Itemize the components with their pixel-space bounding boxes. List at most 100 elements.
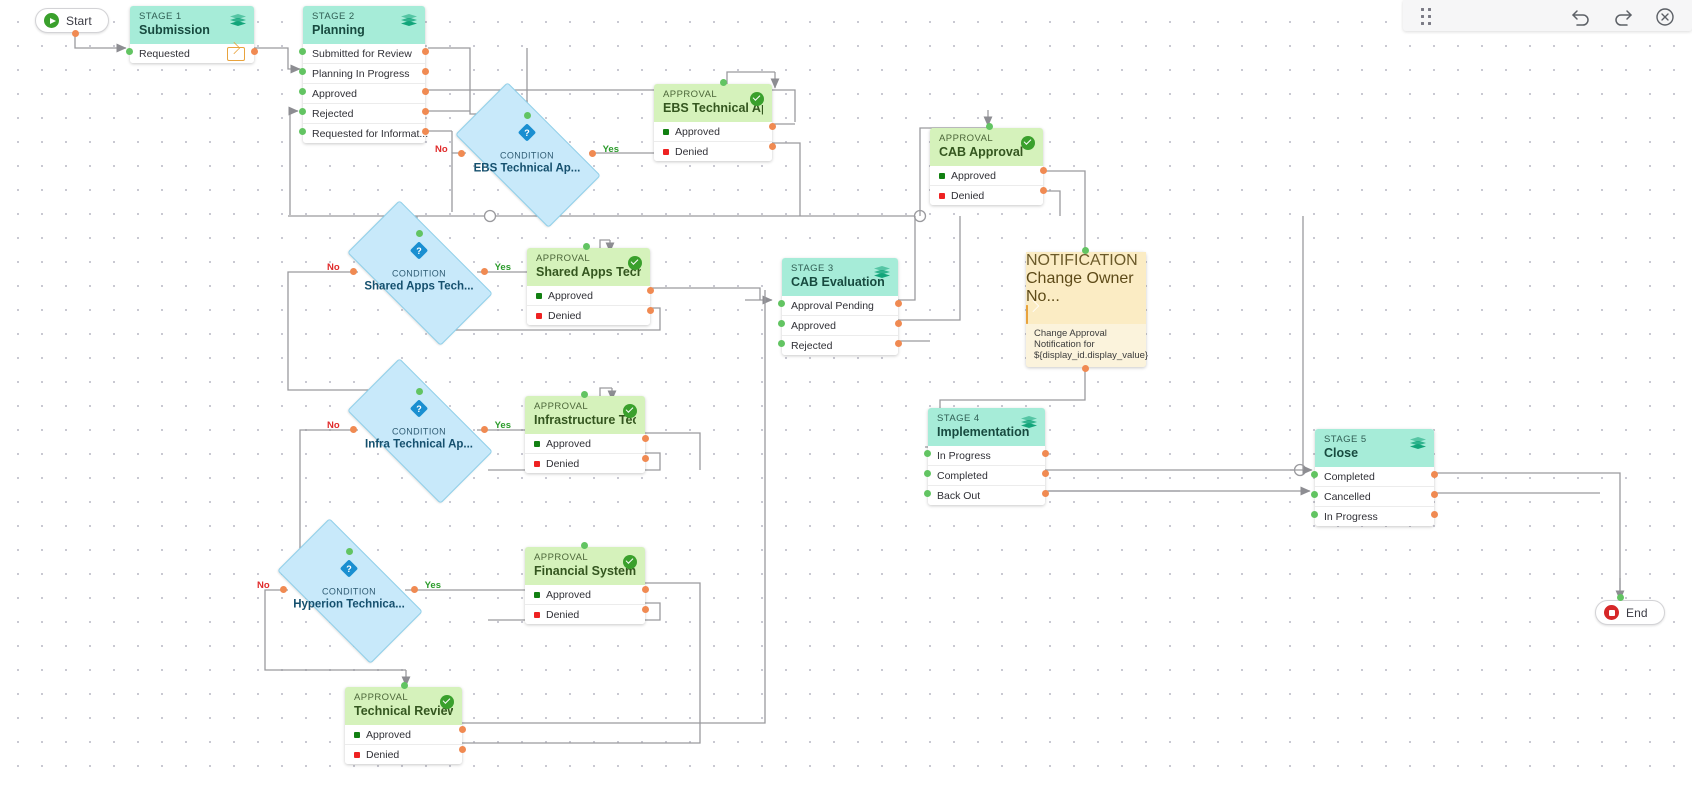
node-stage-close[interactable]: STAGE 5 Close Completed Cancelled In Pro…	[1311, 429, 1438, 526]
condition-hyperion-out-no[interactable]	[280, 586, 287, 593]
row-rejected[interactable]: Rejected	[782, 335, 898, 355]
row-requested[interactable]: Requested	[130, 44, 254, 63]
node-approval-technical-review[interactable]: APPROVAL Technical Review ... Approved D…	[345, 682, 466, 764]
condition-ebs-out-no[interactable]	[458, 150, 465, 157]
start-output-port[interactable]	[72, 30, 79, 37]
condition-infra-out-no[interactable]	[350, 426, 357, 433]
node-stage-cab-evaluation[interactable]: STAGE 3 CAB Evaluation Approval Pending …	[778, 258, 902, 355]
stage4-out-2[interactable]	[1042, 470, 1049, 477]
appr-techreview-in	[401, 682, 408, 689]
row-requested-for-information[interactable]: Requested for Informat...	[303, 123, 428, 143]
row-approved[interactable]: Approved	[525, 434, 645, 453]
node-stage-planning[interactable]: STAGE 2 Planning Submitted for Review Pl…	[299, 6, 429, 143]
appr-financial-out-approved[interactable]	[642, 586, 649, 593]
start-node[interactable]: Start	[35, 8, 109, 33]
canvas-toolbar[interactable]	[1403, 0, 1692, 31]
stage1-out-port[interactable]	[251, 48, 258, 55]
stage4-out-1[interactable]	[1042, 450, 1049, 457]
node-approval-cab[interactable]: APPROVAL CAB Approval Approved Denied	[930, 123, 1047, 205]
stage3-out-2[interactable]	[895, 320, 902, 327]
row-denied[interactable]: Denied	[654, 141, 772, 161]
appr-techreview-out-approved[interactable]	[459, 726, 466, 733]
appr-ebs-out-approved[interactable]	[769, 123, 776, 130]
appr-infra-out-approved[interactable]	[642, 435, 649, 442]
stage2-out-5[interactable]	[422, 128, 429, 135]
appr-cab-out-approved[interactable]	[1040, 167, 1047, 174]
node-notification-change-owner[interactable]: NOTIFICATION Change Owner No... Change A…	[1026, 247, 1148, 372]
grip-dots-icon[interactable]	[1421, 8, 1434, 26]
stage5-out-2[interactable]	[1431, 491, 1438, 498]
node-condition-shared-apps-technical[interactable]: ? CONDITION Shared Apps Tech... No Yes	[327, 200, 511, 346]
row-denied[interactable]: Denied	[525, 604, 645, 624]
stage5-out-1[interactable]	[1431, 471, 1438, 478]
stage2-out-2[interactable]	[422, 68, 429, 75]
close-circle-icon[interactable]	[1654, 6, 1674, 26]
node-approval-shared-apps[interactable]: APPROVAL Shared Apps Tech... Approved De…	[527, 243, 654, 325]
row-cancelled[interactable]: Cancelled	[1315, 486, 1434, 506]
redo-arrow-icon[interactable]	[1612, 6, 1632, 26]
stage4-out-3[interactable]	[1042, 490, 1049, 497]
appr-techreview-rows: Approved Denied	[345, 725, 462, 764]
row-denied[interactable]: Denied	[525, 453, 645, 473]
end-label: End	[1626, 605, 1648, 620]
stage3-out-1[interactable]	[895, 300, 902, 307]
notif-out[interactable]	[1082, 365, 1089, 372]
row-approved[interactable]: Approved	[345, 725, 462, 744]
condition-infra-out-yes[interactable]	[481, 426, 488, 433]
layers-icon	[1410, 437, 1426, 451]
appr-financial-out-denied[interactable]	[642, 606, 649, 613]
approved-swatch	[663, 128, 669, 135]
appr-ebs-out-denied[interactable]	[769, 143, 776, 150]
condition-ebs-out-yes[interactable]	[589, 150, 596, 157]
row-completed[interactable]: Completed	[1324, 470, 1375, 483]
appr-shared-out-approved[interactable]	[647, 287, 654, 294]
stage5-in-1	[1311, 471, 1318, 478]
row-denied[interactable]: Denied	[930, 185, 1043, 205]
row-approved[interactable]: Approved	[930, 166, 1043, 185]
row-in-progress[interactable]: In Progress	[1315, 506, 1434, 526]
node-condition-hyperion-technical[interactable]: ? CONDITION Hyperion Technica... No Yes	[257, 518, 441, 664]
condition-hyperion-no-label: No	[257, 580, 270, 591]
node-approval-ebs-technical[interactable]: APPROVAL EBS Technical Ap... Approved De…	[654, 79, 776, 161]
appr-shared-out-denied[interactable]	[647, 307, 654, 314]
condition-shared-out-no[interactable]	[350, 268, 357, 275]
row-submitted-for-review[interactable]: Submitted for Review	[312, 47, 412, 60]
row-approval-pending[interactable]: Approval Pending	[791, 299, 874, 312]
stage2-in-3	[299, 88, 306, 95]
notif-in	[1082, 247, 1089, 254]
row-back-out[interactable]: Back Out	[928, 485, 1045, 505]
undo-arrow-icon[interactable]	[1570, 6, 1590, 26]
row-in-progress[interactable]: In Progress	[937, 449, 991, 462]
row-approved[interactable]: Approved	[654, 122, 772, 141]
appr-cab-out-denied[interactable]	[1040, 187, 1047, 194]
node-condition-ebs-technical-approval[interactable]: ? CONDITION EBS Technical Ap... No Yes	[435, 82, 619, 228]
appr-infra-out-denied[interactable]	[642, 455, 649, 462]
stage5-in-3	[1311, 511, 1318, 518]
row-completed[interactable]: Completed	[928, 465, 1045, 485]
row-planning-in-progress[interactable]: Planning In Progress	[303, 63, 425, 83]
row-approved[interactable]: Approved	[527, 286, 650, 305]
row-approved[interactable]: Approved	[525, 585, 645, 604]
condition-hyperion-out-yes[interactable]	[411, 586, 418, 593]
stage2-out-3[interactable]	[422, 88, 429, 95]
row-rejected[interactable]: Rejected	[303, 103, 425, 123]
row-denied[interactable]: Denied	[527, 305, 650, 325]
stage5-out-3[interactable]	[1431, 511, 1438, 518]
node-stage-implementation[interactable]: STAGE 4 Implementation In Progress Compl…	[924, 408, 1049, 505]
condition-infra-no-label: No	[327, 420, 340, 431]
row-denied[interactable]: Denied	[345, 744, 462, 764]
stage1-in-port	[126, 48, 133, 55]
stage2-out-1[interactable]	[422, 48, 429, 55]
node-approval-infrastructure[interactable]: APPROVAL Infrastructure Tec... Approved …	[525, 391, 649, 473]
node-stage-submission[interactable]: STAGE 1 Submission Requested	[126, 6, 258, 63]
appr-techreview-out-denied[interactable]	[459, 746, 466, 753]
row-approved[interactable]: Approved	[782, 315, 898, 335]
stage3-out-3[interactable]	[895, 340, 902, 347]
row-approved[interactable]: Approved	[303, 83, 425, 103]
condition-shared-out-yes[interactable]	[481, 268, 488, 275]
node-condition-infra-technical[interactable]: ? CONDITION Infra Technical Ap... No Yes	[327, 358, 511, 504]
end-node[interactable]: End	[1595, 600, 1665, 625]
stage2-out-4[interactable]	[422, 108, 429, 115]
node-approval-financial-system[interactable]: APPROVAL Financial System ... Approved D…	[525, 542, 649, 624]
